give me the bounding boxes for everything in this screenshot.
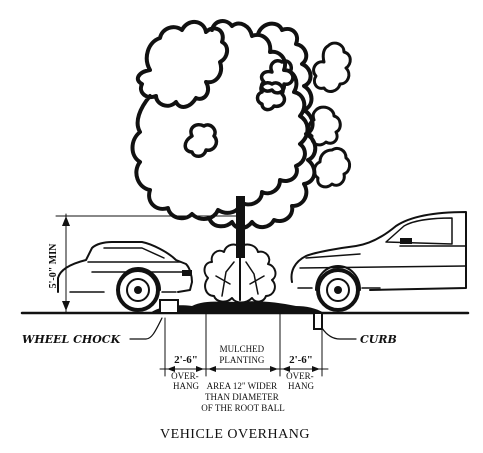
curb-post	[313, 312, 323, 330]
ground	[20, 301, 470, 315]
overhang-dimensions: 2'-6" 2'-6" OVER- HANG OVER- HANG MULCHE…	[159, 305, 329, 413]
right-car	[290, 211, 467, 312]
planting-caption: MULCHED PLANTING AREA 12" WIDER THAN DIA…	[201, 344, 284, 413]
overhang-left-caption: OVER- HANG	[171, 371, 201, 391]
left-car	[57, 241, 193, 312]
overhang-left-dim: 2'-6"	[174, 354, 198, 366]
overhang-right-caption: OVER- HANG	[286, 371, 316, 391]
shrub	[203, 243, 277, 304]
diagram-title: VEHICLE OVERHANG	[160, 427, 310, 442]
wheel-chock-callout: WHEEL CHOCK	[22, 317, 163, 346]
wheel-chock-label: WHEEL CHOCK	[22, 333, 121, 346]
height-min-label: 5'-0" MIN	[48, 243, 59, 289]
curb-label: CURB	[360, 333, 397, 346]
height-dimension: 5'-0" MIN	[48, 213, 241, 314]
wheel-chock	[159, 299, 179, 314]
tree-canopy	[130, 19, 352, 230]
curb-callout: CURB	[321, 327, 397, 346]
overhang-right-dim: 2'-6"	[289, 354, 313, 366]
